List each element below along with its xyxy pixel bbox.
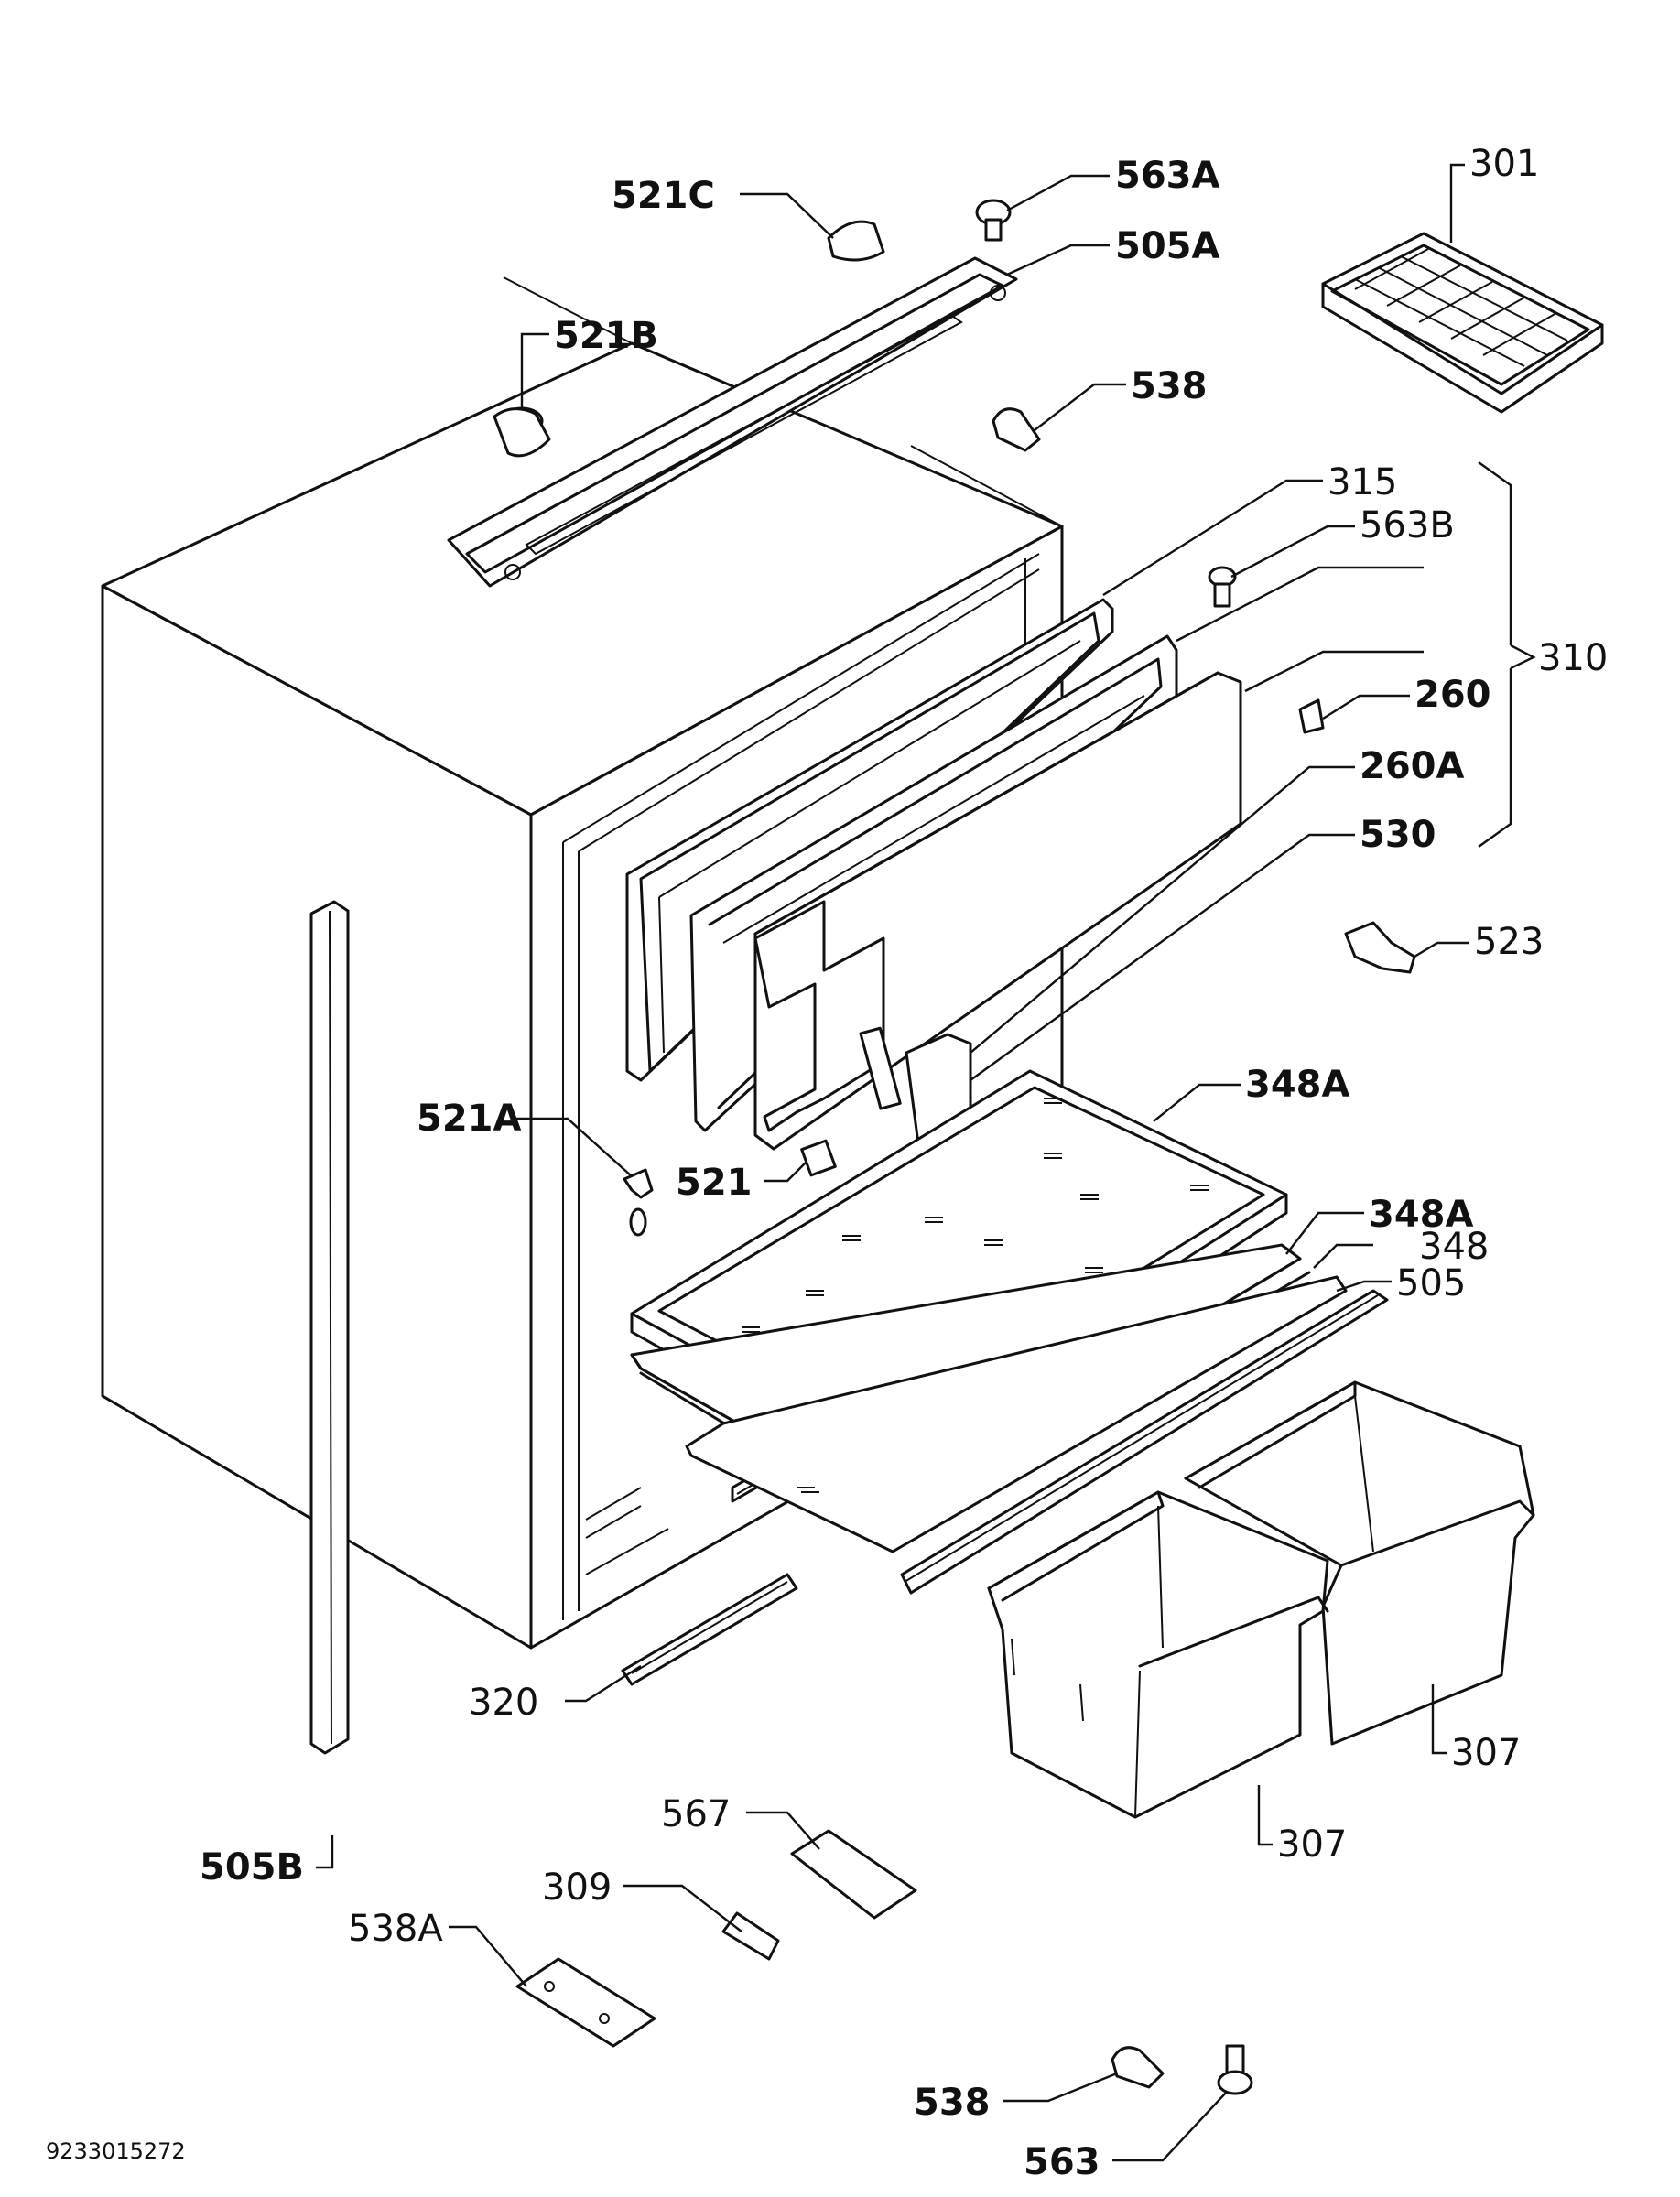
label-315: 315 bbox=[1328, 461, 1397, 503]
label-523: 523 bbox=[1474, 921, 1544, 963]
document-code: 9233015272 bbox=[46, 2138, 186, 2164]
label-348: 348 bbox=[1419, 1226, 1489, 1268]
label-505a: 505A bbox=[1115, 225, 1219, 267]
label-567: 567 bbox=[661, 1793, 731, 1835]
label-307-right: 307 bbox=[1451, 1732, 1521, 1774]
part-labels: 521C 563A 505A 301 521B 538 315 563B 310… bbox=[46, 143, 1608, 2183]
label-521c: 521C bbox=[612, 175, 715, 217]
vertical-door-strip bbox=[309, 900, 350, 1755]
label-301: 301 bbox=[1469, 143, 1539, 185]
label-538-bottom: 538 bbox=[914, 2082, 991, 2124]
label-521b: 521B bbox=[554, 315, 658, 357]
label-538-top: 538 bbox=[1131, 365, 1208, 407]
label-521: 521 bbox=[676, 1162, 753, 1204]
vegetable-bins bbox=[987, 1380, 1535, 1819]
label-310: 310 bbox=[1538, 637, 1608, 679]
bottom-small-parts bbox=[515, 1573, 1253, 2095]
label-563a: 563A bbox=[1115, 155, 1219, 197]
ice-cube-tray bbox=[1321, 232, 1604, 414]
label-505: 505 bbox=[1396, 1262, 1466, 1304]
label-260a: 260A bbox=[1360, 745, 1464, 787]
glass-shelves bbox=[630, 1069, 1389, 1595]
top-small-parts bbox=[827, 199, 1416, 974]
label-521a: 521A bbox=[417, 1098, 521, 1140]
label-320: 320 bbox=[469, 1682, 538, 1724]
label-538a: 538A bbox=[348, 1908, 443, 1950]
top-hinge-rail bbox=[447, 256, 1018, 588]
label-505b: 505B bbox=[200, 1846, 304, 1889]
label-348a-lower: 348A bbox=[1369, 1194, 1473, 1236]
label-307-left: 307 bbox=[1277, 1824, 1347, 1866]
label-563: 563 bbox=[1024, 2141, 1100, 2183]
label-530: 530 bbox=[1360, 814, 1436, 856]
label-309: 309 bbox=[542, 1867, 612, 1909]
label-563b: 563B bbox=[1360, 504, 1455, 547]
label-260: 260 bbox=[1414, 674, 1491, 716]
label-348a-upper: 348A bbox=[1245, 1064, 1349, 1106]
leader-lines bbox=[316, 163, 1536, 2162]
